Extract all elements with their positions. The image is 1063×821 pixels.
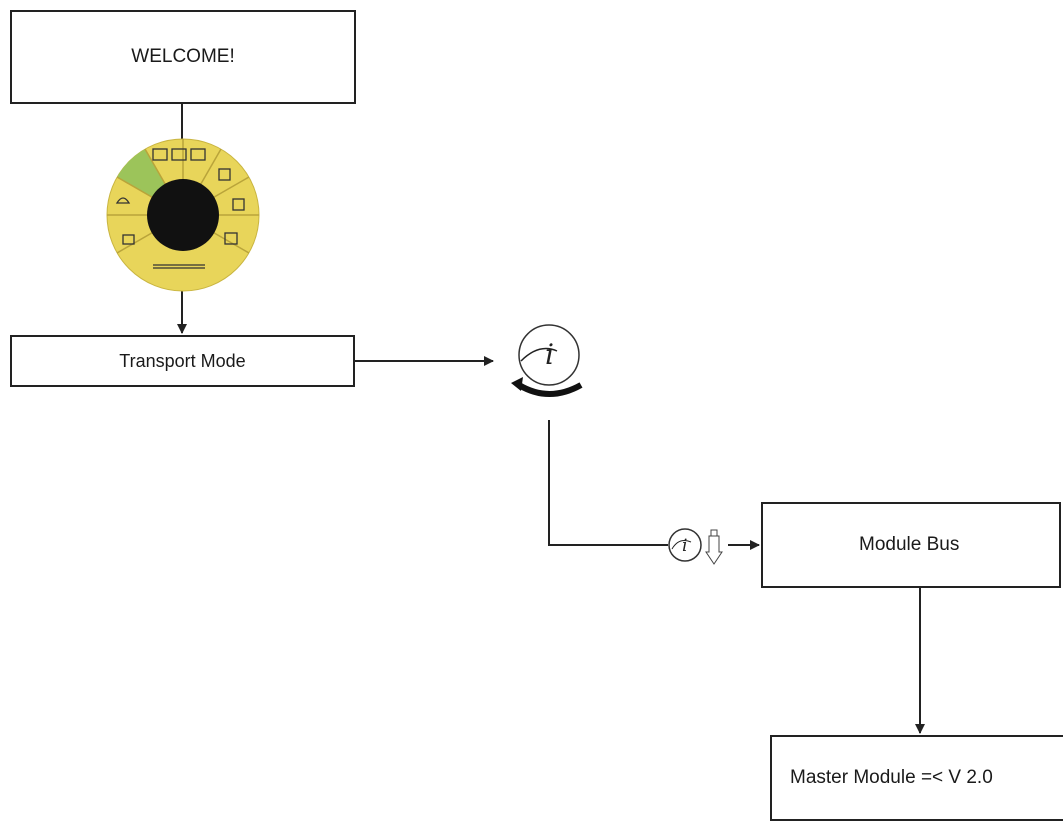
welcome-box: WELCOME! <box>10 10 356 104</box>
master-module-box: Master Module =< V 2.0 <box>770 735 1063 821</box>
transport-mode-box: Transport Mode <box>10 335 355 387</box>
welcome-label: WELCOME! <box>131 46 235 67</box>
master-module-label: Master Module =< V 2.0 <box>790 767 993 788</box>
module-bus-label: Module Bus <box>859 534 960 555</box>
connector-knob-to-info <box>548 420 668 546</box>
transport-mode-label: Transport Mode <box>119 350 246 371</box>
module-bus-box: Module Bus <box>761 502 1061 588</box>
